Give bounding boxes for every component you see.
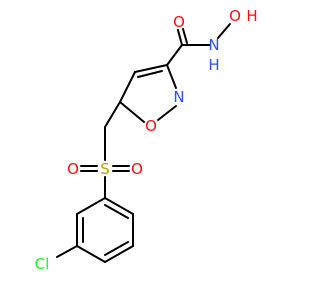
bond-ar-3-4 [76,245,106,263]
bond-ar-6-1-double [104,204,129,219]
atom-o-sulfonyl-left: O [67,160,79,178]
bond-ar-6-1 [104,197,134,215]
bond-carbonyl-o-double-2 [182,28,188,44]
atom-labels: O N H O H N O S O O Cl [35,7,258,273]
bond-c5-o [119,101,145,123]
atom-cl: Cl [35,255,50,273]
atom-n-amide: N [208,36,219,54]
chemical-structure-diagram: O N H O H N O S O O Cl [35,7,258,273]
atom-h-amide: H [208,56,219,74]
bond-c5-ch2 [104,101,121,128]
atom-o-carbonyl: O [173,13,185,31]
bond-c3-carbonyl [166,44,183,66]
bond-c3-n [166,64,177,89]
atom-n-ring: N [173,88,184,106]
bonds [56,23,231,263]
bond-o-n [157,105,177,121]
bond-c3-c4 [134,64,168,73]
bond-carbonyl-o-double-1 [177,29,183,46]
atom-h-hydroxyl: H [246,7,257,25]
atom-o-ring: O [145,117,157,135]
atom-o-hydroxyl: O [229,7,241,25]
bond-n-o [217,23,231,39]
bond-ar-4-5 [104,245,134,263]
atom-s-sulfonyl: S [100,160,110,178]
bond-ar-1-2 [76,197,106,215]
bond-ar-4-5-double [104,241,129,256]
bond-ar-cl [56,245,78,258]
bond-c3-c4-double [137,70,163,78]
bond-c4-c5 [119,71,136,103]
atom-o-sulfonyl-right: O [131,160,143,178]
